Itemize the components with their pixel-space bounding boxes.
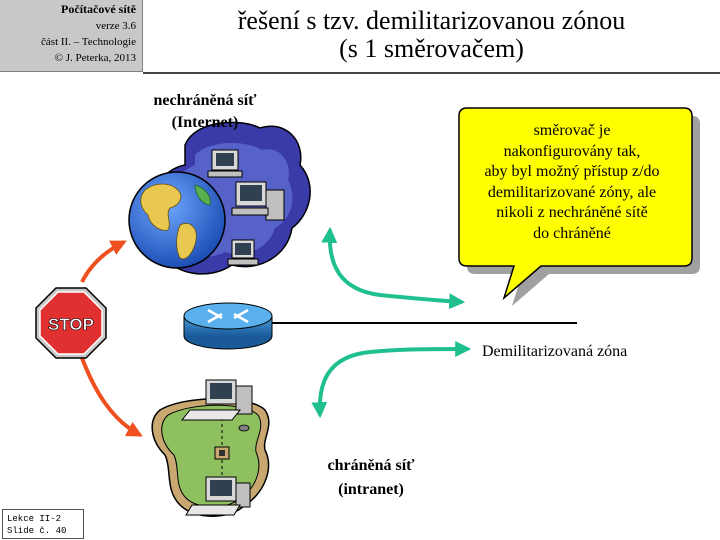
stop-sign-text: STOP [48,315,94,334]
slide-number-box: Lekce II-2 Slide č. 40 [2,509,84,539]
green-arrow-intranet-dmz [311,341,472,419]
header-info-box: Počítačové sítě verze 3.6 část II. – Tec… [0,0,143,72]
red-arrow-to-intranet [80,357,143,437]
intranet-computer-top-icon [180,379,253,432]
internet-sublabel: (Internet) [171,114,239,131]
page-subtitle: (s 1 směrovačem) [339,34,524,63]
stop-sign-icon [35,287,107,359]
globe-icon [128,171,226,269]
lesson-label: Lekce II-2 [7,514,62,524]
router-icon [183,302,273,350]
intranet-label: chráněná síť [327,457,415,474]
callout-line: nakonfigurovány tak, [503,142,641,160]
callout-line: aby byl možný přístup z/do [484,163,660,180]
slide-number: Slide č. 40 [7,526,67,536]
version: verze 3.6 [95,20,136,32]
callout-line: směrovač je [533,122,611,139]
internet-computer-3-icon [227,239,259,266]
title-divider [143,72,720,74]
internet-label: nechráněná síť [153,92,257,109]
red-arrow-to-internet [80,240,127,283]
callout-line: demilitarizované zóny, ale [487,183,657,201]
internet-computer-2-icon [231,181,285,221]
callout-line: do chráněné [533,224,611,242]
green-arrow-internet-dmz [321,226,466,310]
course-name: Počítačové sítě [61,2,136,16]
intranet-sublabel: (intranet) [338,481,404,498]
internet-computer-1-icon [207,149,243,178]
callout-text: směrovač je nakonfigurovány tak, aby byl… [452,121,692,244]
author: © J. Peterka, 2013 [54,52,136,64]
page-title: řešení s tzv. demilitarizovanou zónou [237,6,626,35]
part-name: část II. – Technologie [41,36,136,48]
intranet-computer-bottom-icon [185,476,251,516]
callout-balloon [458,107,700,306]
callout-line: nikoli z nechráněné sítě [496,204,648,221]
dmz-label: Demilitarizovaná zóna [482,343,628,360]
